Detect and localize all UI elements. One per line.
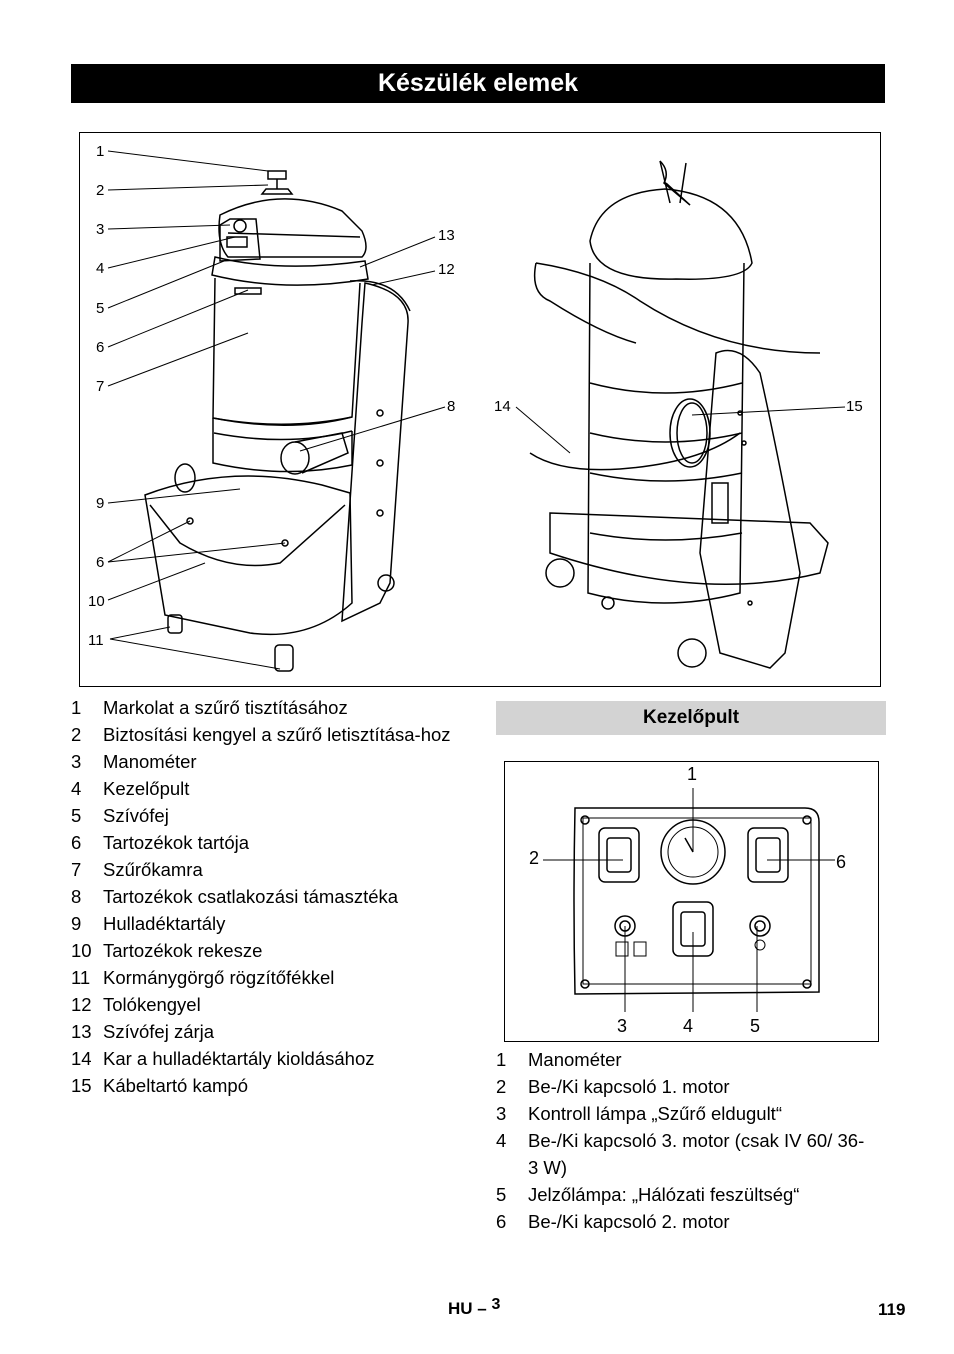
callout-number: 7: [96, 378, 105, 395]
callout-number: 4: [96, 260, 105, 277]
callout-number: 15: [846, 398, 863, 415]
callout-number: 2: [96, 182, 105, 199]
callout-number: 9: [96, 495, 105, 512]
page-title: Készülék elemek: [71, 64, 885, 103]
callout-number: 3: [617, 1016, 628, 1036]
callout-number: 5: [96, 300, 105, 317]
callout-number: 5: [750, 1016, 761, 1036]
callout-number: 6: [836, 852, 847, 872]
callout-number: 10: [88, 593, 105, 610]
control-panel-illustration: 1 2 6 3 4 5: [504, 761, 879, 1042]
callout-number: 3: [96, 221, 105, 238]
callout-number: 14: [494, 398, 511, 415]
callout-number: 8: [447, 398, 456, 415]
callout-number: 6: [96, 554, 105, 571]
callout-number: 2: [529, 848, 540, 868]
section-heading: Kezelőpult: [496, 701, 886, 735]
callout-number: 12: [438, 261, 455, 278]
vacuum-illustration: 1 2 3 4 5 6 7 9 6 10 11 13 12 8 14 15: [79, 132, 881, 687]
callout-number: 4: [683, 1016, 694, 1036]
callout-number: 6: [96, 339, 105, 356]
footer-section-code: HU – 3: [448, 1296, 501, 1318]
callout-number: 13: [438, 227, 455, 244]
page-number: 119: [878, 1300, 906, 1319]
callout-number: 11: [88, 632, 104, 649]
callout-number: 1: [687, 764, 698, 784]
callout-number: 1: [96, 143, 105, 160]
